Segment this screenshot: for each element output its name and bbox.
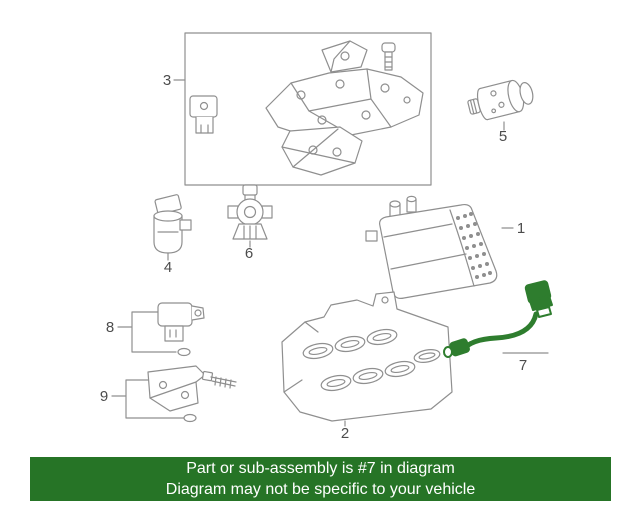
- part-3-bracket-assembly[interactable]: 3: [163, 32, 432, 186]
- part-5-vent-valve[interactable]: 5: [465, 76, 536, 145]
- part-3-label[interactable]: 3: [163, 72, 171, 89]
- part-1-label[interactable]: 1: [517, 220, 525, 237]
- part-6-label[interactable]: 6: [245, 245, 253, 262]
- banner-line-1: Part or sub-assembly is #7 in diagram: [186, 460, 455, 477]
- part-7-tube-assembly[interactable]: [443, 280, 553, 358]
- plate-slots: [302, 328, 441, 392]
- part-8-sensor-group[interactable]: 8: [106, 302, 205, 357]
- part-4-valve[interactable]: 4: [153, 194, 192, 276]
- part-9-bolt-head: [201, 370, 214, 382]
- banner-line-2: Diagram may not be specific to your vehi…: [165, 481, 476, 498]
- part-9-o-ring: [183, 413, 197, 423]
- part-5-label[interactable]: 5: [499, 128, 507, 145]
- part-9-bracket-lines: [111, 379, 185, 419]
- part-4-label[interactable]: 4: [164, 259, 172, 276]
- part-7-callout[interactable]: 7: [443, 280, 553, 374]
- part-2-skid-plate[interactable]: 2: [281, 291, 453, 442]
- info-banner: Part or sub-assembly is #7 in diagram Di…: [30, 457, 611, 501]
- part-8-label[interactable]: 8: [106, 319, 114, 336]
- part-1-canister[interactable]: 1: [365, 195, 525, 299]
- part-2-label[interactable]: 2: [341, 425, 349, 442]
- part-6-purge-valve[interactable]: 6: [227, 184, 273, 262]
- part-9-bracket-group[interactable]: 9: [100, 365, 237, 423]
- part-8-o-ring: [177, 347, 191, 357]
- part-9-label[interactable]: 9: [100, 388, 108, 405]
- part-8-bracket-lines: [117, 311, 177, 353]
- canister-dot-grid: [456, 212, 492, 279]
- diagram-linework: 3 5: [100, 32, 553, 442]
- part-7-label[interactable]: 7: [519, 357, 527, 374]
